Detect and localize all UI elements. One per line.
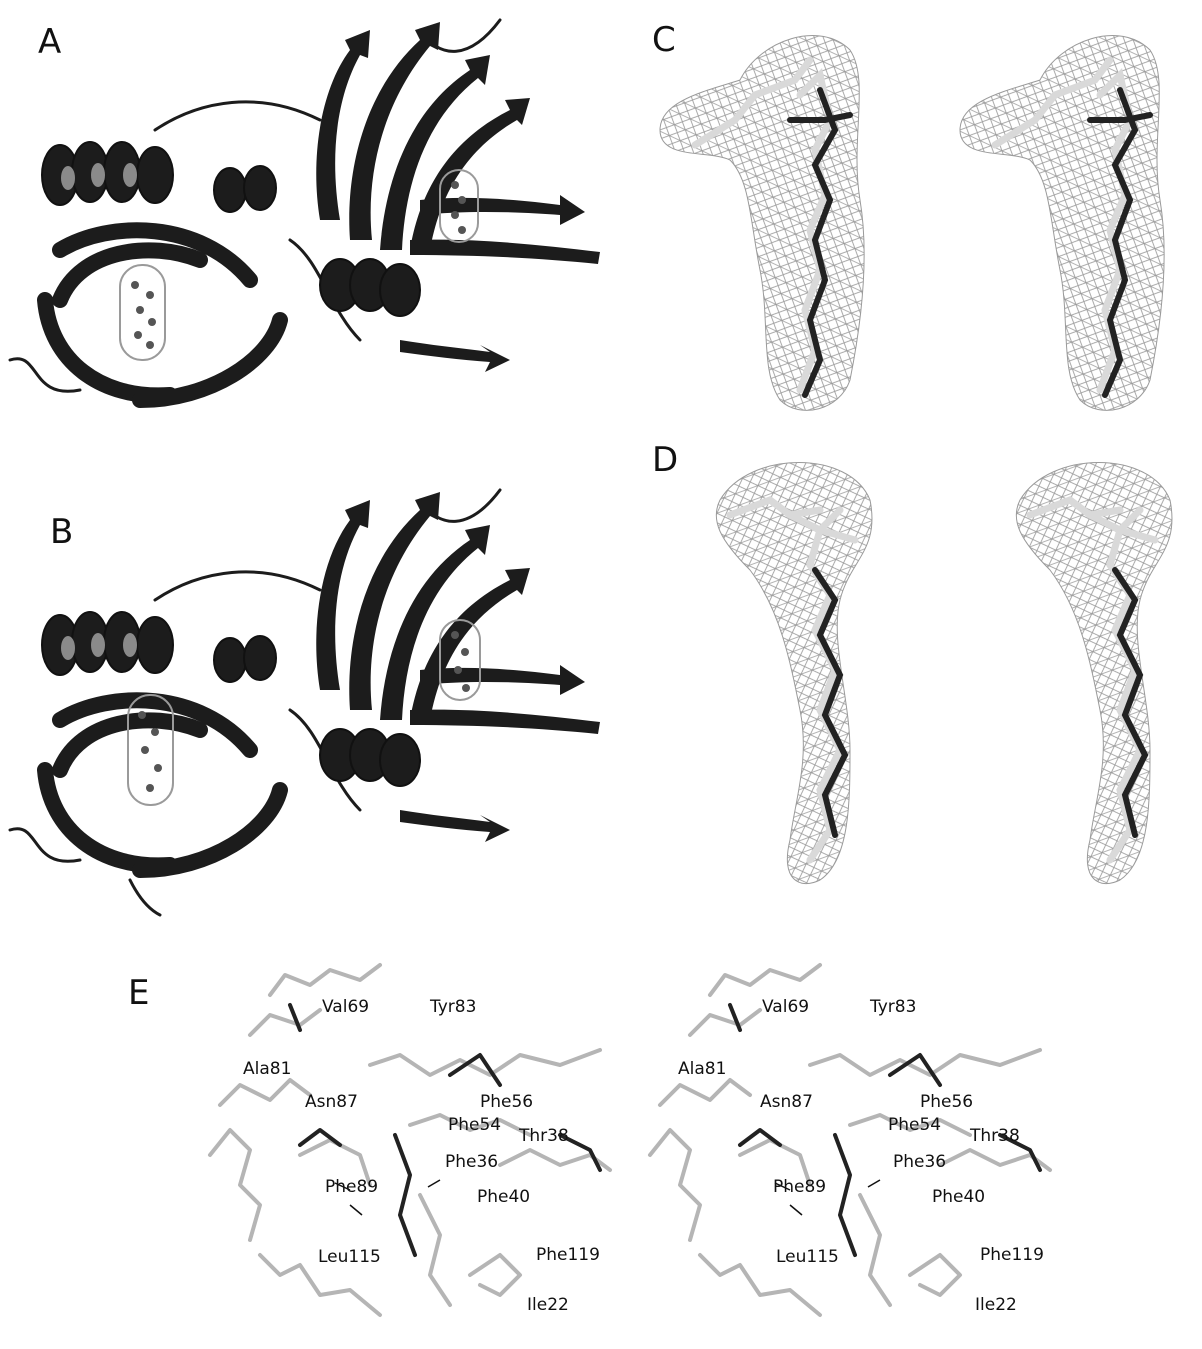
label-phe54-right: Phe54 bbox=[888, 1115, 941, 1135]
label-phe36-right: Phe36 bbox=[893, 1152, 946, 1172]
panel-b: B bbox=[0, 470, 640, 930]
label-ile22-right: Ile22 bbox=[975, 1295, 1017, 1315]
label-ile22-left: Ile22 bbox=[527, 1295, 569, 1315]
label-leu115-right: Leu115 bbox=[776, 1247, 839, 1267]
panel-a: A bbox=[0, 0, 640, 460]
label-phe56-left: Phe56 bbox=[480, 1092, 533, 1112]
label-phe89-right: Phe89 bbox=[773, 1177, 826, 1197]
label-ala81-left: Ala81 bbox=[243, 1059, 291, 1079]
protein-ribbon-b bbox=[0, 470, 640, 930]
label-thr38-left: Thr38 bbox=[519, 1126, 569, 1146]
density-mesh-c bbox=[620, 0, 1202, 440]
label-leu115-left: Leu115 bbox=[318, 1247, 381, 1267]
label-phe89-left: Phe89 bbox=[325, 1177, 378, 1197]
label-phe119-left: Phe119 bbox=[536, 1245, 600, 1265]
label-val69-right: Val69 bbox=[762, 997, 809, 1017]
panel-d: D bbox=[620, 440, 1202, 900]
label-thr38-right: Thr38 bbox=[970, 1126, 1020, 1146]
label-ala81-right: Ala81 bbox=[678, 1059, 726, 1079]
label-phe56-right: Phe56 bbox=[920, 1092, 973, 1112]
label-phe40-right: Phe40 bbox=[932, 1187, 985, 1207]
panel-d-label: D bbox=[652, 440, 678, 480]
label-val69-left: Val69 bbox=[322, 997, 369, 1017]
panel-c-label: C bbox=[652, 20, 676, 60]
label-phe40-left: Phe40 bbox=[477, 1187, 530, 1207]
protein-ribbon-a bbox=[0, 0, 640, 460]
label-asn87-right: Asn87 bbox=[760, 1092, 813, 1112]
label-tyr83-right: Tyr83 bbox=[870, 997, 916, 1017]
label-phe119-right: Phe119 bbox=[980, 1245, 1044, 1265]
panel-e: E bbox=[0, 955, 1202, 1349]
panel-b-label: B bbox=[50, 512, 73, 552]
binding-site-sticks bbox=[0, 955, 1202, 1349]
density-mesh-d bbox=[620, 440, 1202, 900]
label-phe36-left: Phe36 bbox=[445, 1152, 498, 1172]
label-asn87-left: Asn87 bbox=[305, 1092, 358, 1112]
label-tyr83-left: Tyr83 bbox=[430, 997, 476, 1017]
panel-c: C bbox=[620, 0, 1202, 440]
panel-a-label: A bbox=[38, 22, 61, 62]
label-phe54-left: Phe54 bbox=[448, 1115, 501, 1135]
